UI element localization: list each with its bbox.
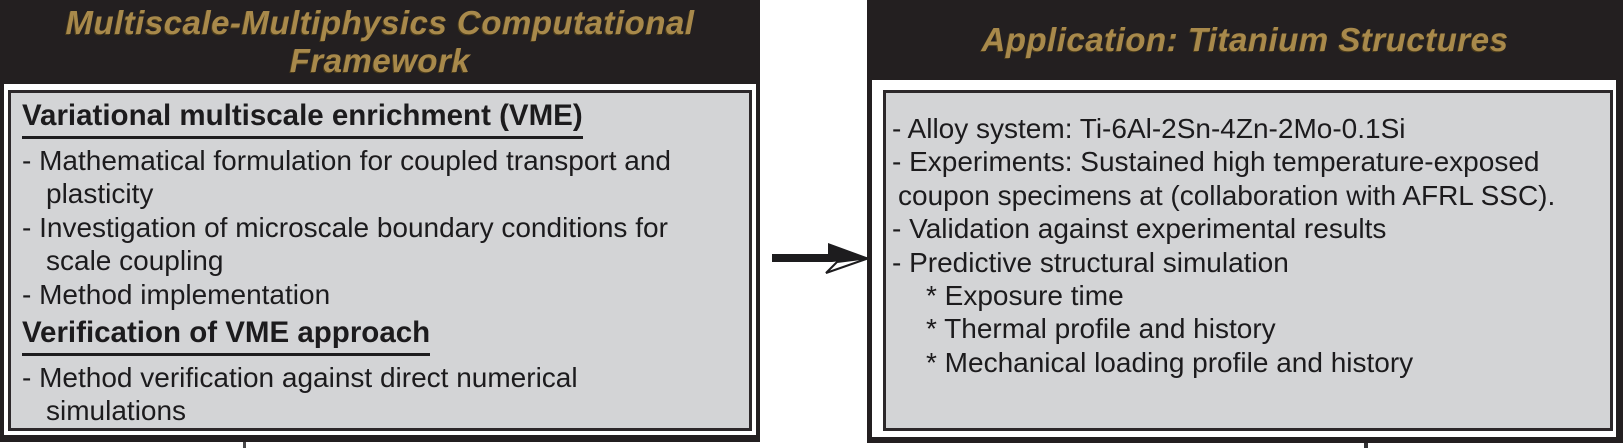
bullet-predictive-simulation: - Predictive structural simulation [892,246,1289,278]
framework-content-box: Variational multiscale enrichment (VME) … [8,90,752,431]
bullet-microscale-bc-cont: scale coupling [46,245,224,277]
heading-verification: Verification of VME approach [22,315,749,357]
framework-title-line1: Multiscale-Multiphysics Computational [65,4,695,41]
bullet-experiments: - Experiments: Sustained high temperatur… [892,146,1540,178]
application-content-box: - Alloy system: Ti-6Al-2Sn-4Zn-2Mo-0.1Si… [883,90,1613,431]
framework-panel-title: Multiscale-Multiphysics Computational Fr… [0,0,760,84]
bullet-alloy-system: - Alloy system: Ti-6Al-2Sn-4Zn-2Mo-0.1Si [892,113,1406,144]
framework-title-line2: Framework [289,42,471,79]
bullet-experiments-cont: coupon specimens at (collaboration with … [898,179,1556,211]
sub-bullet-thermal-profile: * Thermal profile and history [926,313,1276,345]
application-panel-title: Application: Titanium Structures [867,0,1623,84]
sub-bullet-exposure-time: * Exposure time [926,280,1124,312]
sub-bullet-mechanical-loading: * Mechanical loading profile and history [926,346,1414,378]
flow-right-arrow-icon [772,243,870,274]
bullet-method-verification: - Method verification against direct num… [22,362,578,394]
framework-panel: Multiscale-Multiphysics Computational Fr… [0,0,760,442]
bullet-method-implementation: - Method implementation [22,278,331,310]
page-edge-artifact-right [1364,443,1368,448]
page-edge-artifact-left [243,442,246,448]
framework-panel-body: Variational multiscale enrichment (VME) … [4,84,756,435]
bullet-validation: - Validation against experimental result… [892,213,1387,245]
heading-verification-text: Verification of VME approach [22,315,431,357]
heading-vme: Variational multiscale enrichment (VME) [22,98,749,139]
application-panel-body: - Alloy system: Ti-6Al-2Sn-4Zn-2Mo-0.1Si… [872,80,1616,437]
application-panel: Application: Titanium Structures - Alloy… [867,0,1623,443]
bullet-math-formulation-cont: plasticity [46,178,154,210]
heading-vme-text: Variational multiscale enrichment (VME) [22,98,583,139]
application-title-text: Application: Titanium Structures [981,21,1509,58]
bullet-method-verification-cont: simulations [46,395,187,427]
bullet-math-formulation: - Mathematical formulation for coupled t… [22,145,671,176]
bullet-microscale-bc: - Investigation of microscale boundary c… [22,211,668,243]
